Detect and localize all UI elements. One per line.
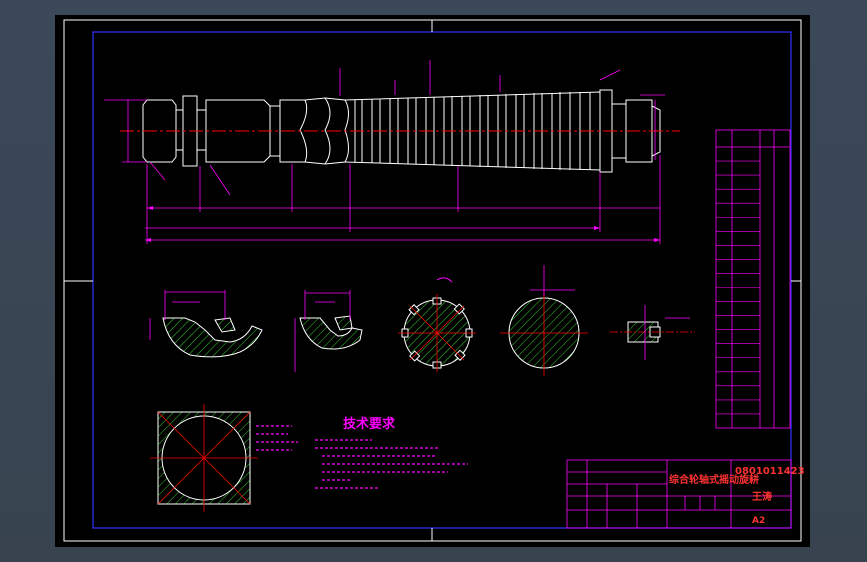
- inner-border: [92, 31, 792, 529]
- tech-requirements-title: 技术要求: [343, 416, 396, 432]
- note-lines-left: [256, 425, 298, 451]
- keyway-detail: [610, 305, 695, 360]
- main-dim-arrows: [145, 206, 660, 242]
- spline-section: [398, 277, 476, 372]
- designer-name: 王涛: [752, 490, 772, 503]
- section-view-2: [294, 290, 363, 372]
- tech-requirements-lines: [315, 439, 468, 489]
- drawing-number: 0801011423: [735, 466, 805, 477]
- round-section: [500, 265, 588, 376]
- parts-list-rows: [716, 160, 760, 415]
- part-name: 综合轮轴式摇动旋耕: [669, 473, 759, 486]
- parts-list-table: [715, 129, 791, 429]
- sheet-size: A2: [752, 516, 765, 526]
- section-view-1: [149, 290, 263, 358]
- title-block: [566, 459, 792, 529]
- main-dimensions: [104, 60, 665, 244]
- blank-cross-section: [150, 404, 258, 512]
